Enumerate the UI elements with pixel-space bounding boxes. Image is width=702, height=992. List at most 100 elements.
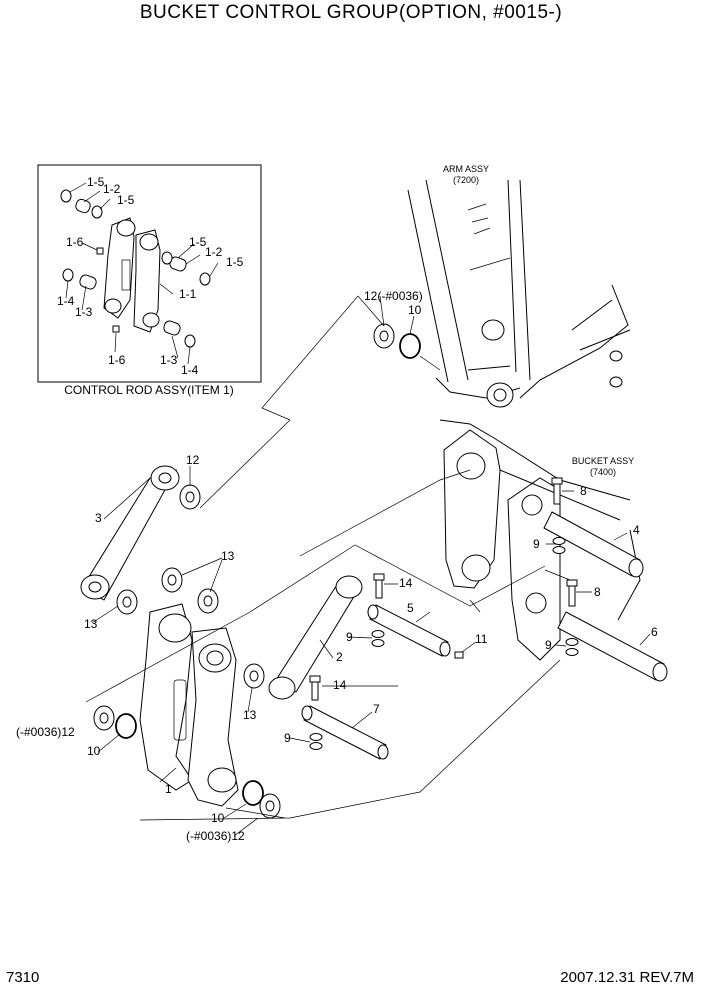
inset-label: 1-4 xyxy=(181,363,199,377)
callout-9d: 9 xyxy=(284,731,291,745)
callout-12b: 12 xyxy=(186,453,200,467)
pin-7-start xyxy=(301,705,313,721)
arm-bracket xyxy=(519,284,631,399)
callout-6: 6 xyxy=(651,625,658,639)
nut-9 xyxy=(552,537,566,545)
arm-bolt-head xyxy=(609,350,623,362)
inset-top-bore-right xyxy=(139,233,159,251)
inset-label: 1-5 xyxy=(117,193,135,207)
inset-label: 1-6 xyxy=(66,235,84,249)
callout-12a: 12(-#0036) xyxy=(364,289,423,303)
callout-1: 1 xyxy=(165,782,172,796)
shim-12-hole xyxy=(185,491,195,503)
callout-10c: 10 xyxy=(211,811,225,825)
inset-label: 1-1 xyxy=(179,287,197,301)
inset-label: 1-3 xyxy=(75,305,93,319)
shim-13b-hole xyxy=(167,574,177,586)
shim-12-top-hole xyxy=(379,330,389,342)
inset-seal-1-5b xyxy=(91,205,103,219)
rod-1-bottom-bore xyxy=(207,767,237,793)
callout-12d: (-#0036)12 xyxy=(186,829,245,843)
rod-1-slot xyxy=(173,679,187,741)
inset-caption: CONTROL ROD ASSY(ITEM 1) xyxy=(64,383,234,397)
inset-bushing-1-3b xyxy=(163,320,181,336)
bracket-bore-right-lower xyxy=(525,592,547,614)
arm-boss xyxy=(481,319,505,341)
link-2-group xyxy=(268,573,464,760)
bucket-assy-ref: (7400) xyxy=(590,467,616,477)
inset-top-bore-left xyxy=(116,219,136,237)
callout-13c: 13 xyxy=(243,708,257,722)
shim-12-bottom-hole xyxy=(265,800,275,812)
inset-seal-1-4 xyxy=(62,268,74,282)
callout-9b: 9 xyxy=(545,638,552,652)
inset-label: 1-5 xyxy=(189,235,207,249)
bolt-14-head xyxy=(373,573,385,581)
bucket-assembly: BUCKET ASSY (7400) xyxy=(439,419,668,682)
inset-frame xyxy=(37,164,262,383)
callout-5: 5 xyxy=(407,601,414,615)
callout-3: 3 xyxy=(95,511,102,525)
arm-markings xyxy=(467,203,511,271)
o-ring-10-top xyxy=(399,333,421,359)
callout-8b: 8 xyxy=(594,585,601,599)
bracket-bore-right-upper xyxy=(521,494,543,516)
arm-pin-bore-inner xyxy=(493,388,507,402)
inset-control-rod-assy: 1-5 1-2 1-5 1-6 1-5 1-2 1-5 1-1 1-4 1-3 … xyxy=(37,164,262,397)
shim-13-hole xyxy=(122,596,132,608)
pin-4-end xyxy=(628,558,644,578)
nut-9 xyxy=(309,742,323,750)
callout-10b: 10 xyxy=(87,744,101,758)
revision-date: 2007.12.31 REV.7M xyxy=(560,969,694,986)
arm-outline xyxy=(407,179,531,383)
arm-assy-ref: (7200) xyxy=(453,175,479,185)
page-title: BUCKET CONTROL GROUP(OPTION, #0015-) xyxy=(139,2,563,23)
inset-bottom-bore-left xyxy=(104,298,122,314)
inset-grease-nipple-1-6 xyxy=(96,247,104,255)
callout-leaders xyxy=(91,295,651,837)
inset-seal-1-4b xyxy=(184,334,196,348)
shim-13d-hole xyxy=(249,670,259,682)
link-2-eye-upper xyxy=(335,575,363,599)
callout-13a: 13 xyxy=(221,549,235,563)
inset-label: 1-5 xyxy=(226,255,244,269)
nut-9 xyxy=(565,648,579,656)
inset-slot xyxy=(121,259,131,291)
rod-1-top-bore-inner xyxy=(206,650,224,666)
arm-assy-name: ARM ASSY xyxy=(443,164,489,174)
bucket-assy-name: BUCKET ASSY xyxy=(572,456,634,466)
inset-bottom-bore-right xyxy=(142,312,160,328)
inset-bushing-1-2 xyxy=(75,198,91,214)
link-3 xyxy=(80,465,201,615)
o-ring-10-bottom xyxy=(242,780,264,806)
nut-9 xyxy=(552,546,566,554)
inset-seal-1-5d xyxy=(199,272,211,286)
inset-label: 1-4 xyxy=(57,294,75,308)
callout-8a: 8 xyxy=(580,484,587,498)
page-number: 7310 xyxy=(6,969,40,986)
rod-1-right-plate xyxy=(187,627,239,807)
inset-label: 1-5 xyxy=(87,175,105,189)
pin-5-end xyxy=(439,641,451,657)
link-3-eye-upper-bore xyxy=(158,472,172,484)
bolt-8b-head xyxy=(566,579,578,587)
callout-4: 4 xyxy=(633,523,640,537)
nut-9 xyxy=(565,638,579,646)
inset-label: 1-2 xyxy=(205,245,223,259)
bolt-14 xyxy=(375,577,383,599)
pin-6-end xyxy=(652,662,668,682)
arm-bolt-head xyxy=(609,376,623,388)
callout-2: 2 xyxy=(336,650,343,664)
shim-13c-hole xyxy=(203,595,213,607)
callout-14a: 14 xyxy=(399,576,413,590)
link-2-eye-lower xyxy=(268,676,296,700)
nut-9 xyxy=(371,639,385,647)
inset-seal-1-5 xyxy=(60,189,72,203)
inset-label: 1-2 xyxy=(103,182,121,196)
callout-9a: 9 xyxy=(533,537,540,551)
inset-seal-1-5c xyxy=(161,251,173,265)
pin-5-start xyxy=(367,604,379,620)
shim-12-left-hole xyxy=(99,712,109,724)
inset-leaders xyxy=(65,182,219,365)
